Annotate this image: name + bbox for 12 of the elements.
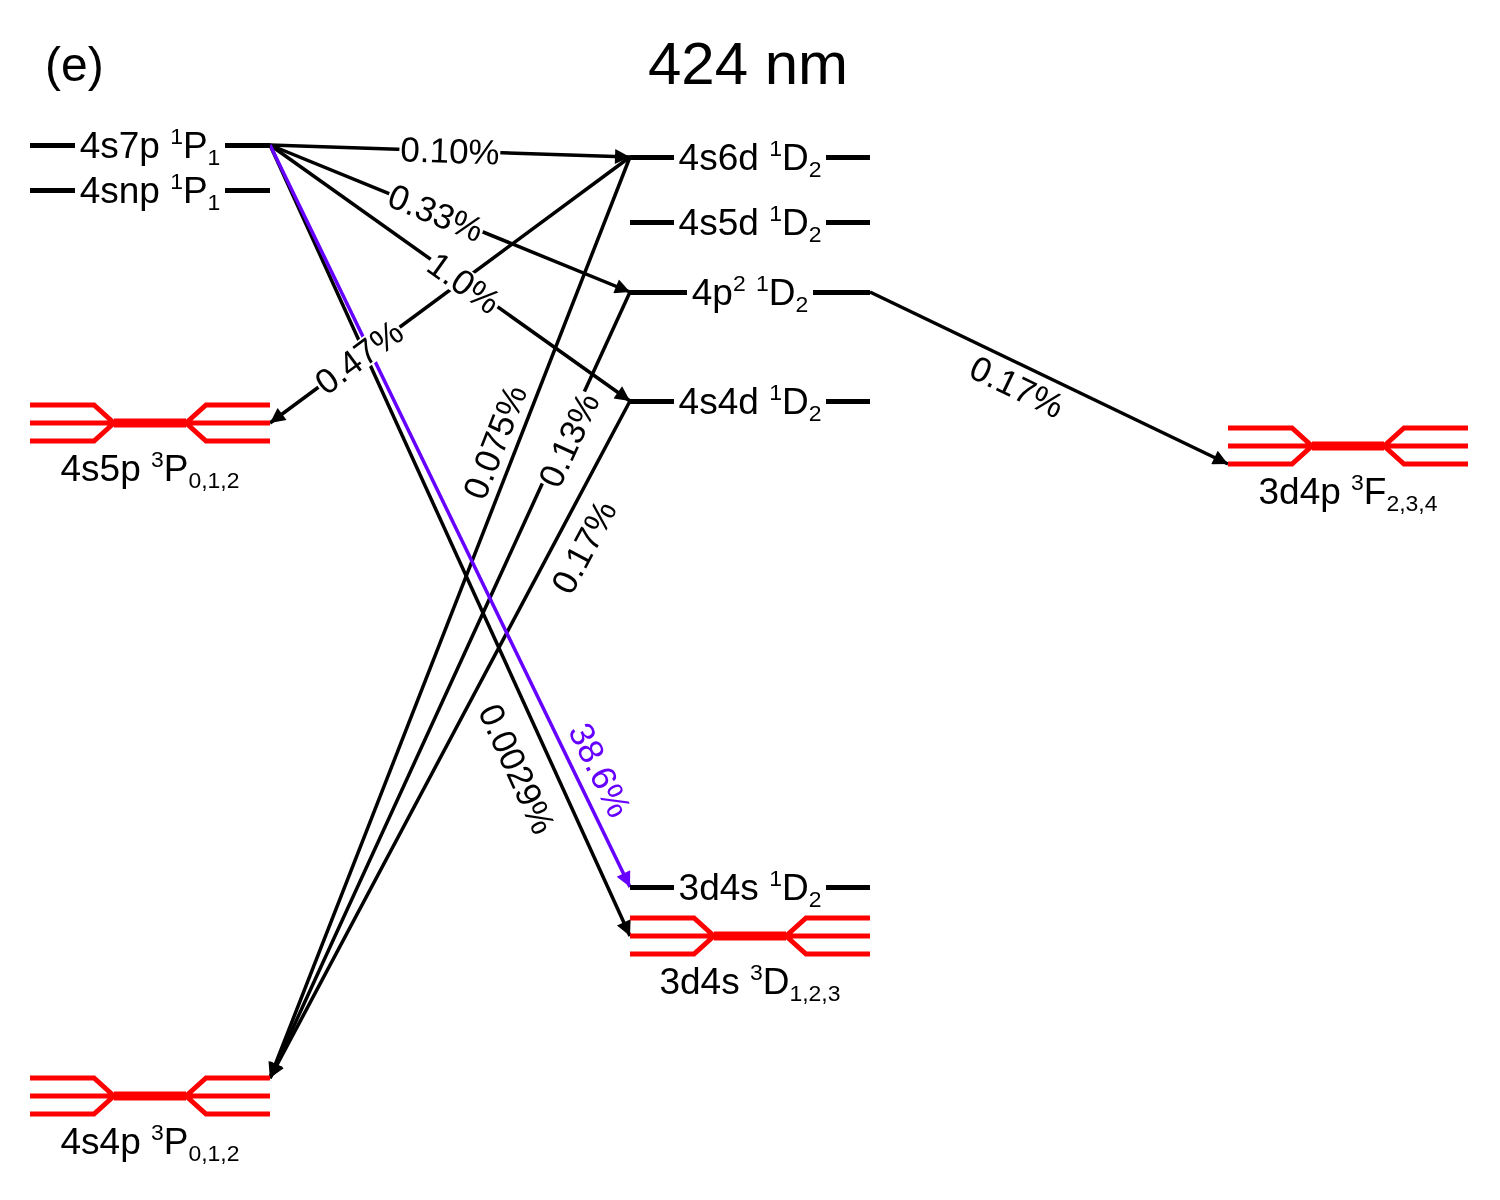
level-label: 4s4p $^{3}$P$_{0,1,2}$ — [60, 1123, 240, 1163]
fine-structure-level — [630, 915, 870, 1003]
level-label: 3d4s $^{3}$D$_{1,2,3}$ — [659, 963, 841, 1003]
arrow — [869, 290, 1229, 466]
title: 424 nm — [647, 34, 849, 94]
level-label: 4s5p $^{3}$P$_{0,1,2}$ — [60, 450, 240, 490]
fine-structure-level — [30, 1075, 270, 1163]
panel-label: (e) — [45, 41, 104, 89]
fine-structure-level — [30, 402, 270, 490]
edge-label: 0.10% — [398, 135, 502, 167]
fine-structure-level — [1228, 425, 1468, 513]
level-label: 3d4p $^{3}$F$_{2,3,4}$ — [1258, 473, 1438, 513]
